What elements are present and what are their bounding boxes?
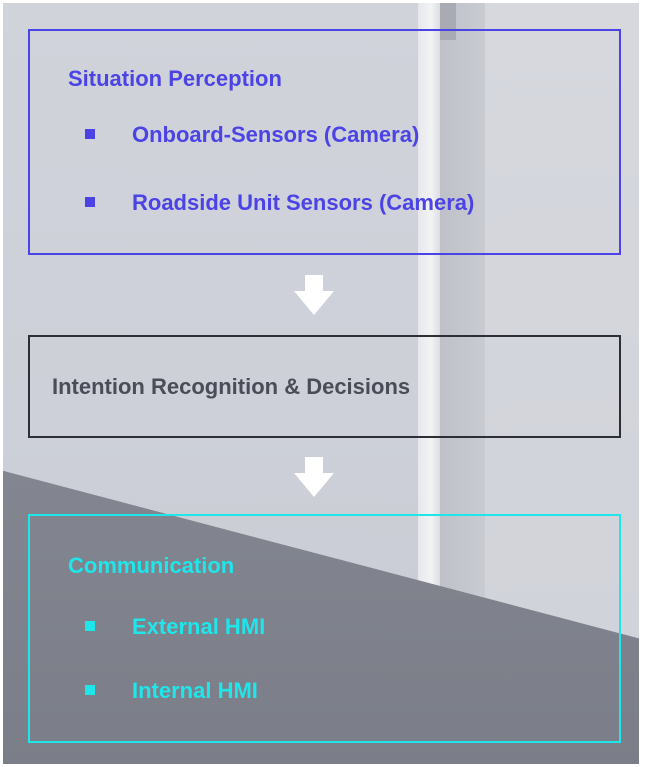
perception-box: Situation Perception Onboard-Sensors (Ca… (28, 29, 621, 255)
intention-title: Intention Recognition & Decisions (52, 374, 411, 399)
square-bullet-icon (85, 621, 95, 631)
square-bullet-icon (85, 685, 95, 695)
communication-title: Communication (68, 553, 235, 578)
down-arrow-icon (294, 457, 334, 497)
intention-box: Intention Recognition & Decisions (28, 335, 621, 438)
down-arrow-icon (294, 275, 334, 315)
perception-item-onboard-sensors: Onboard-Sensors (Camera) (132, 122, 420, 147)
background-pillar-shadow (440, 0, 485, 620)
background-pillar (418, 0, 440, 600)
perception-item-roadside-sensors: Roadside Unit Sensors (Camera) (132, 190, 475, 215)
communication-box: Communication External HMI Internal HMI (28, 514, 621, 743)
background-frame-edge (639, 0, 645, 767)
square-bullet-icon (85, 197, 95, 207)
square-bullet-icon (85, 129, 95, 139)
communication-item-internal-hmi: Internal HMI (132, 678, 258, 703)
communication-item-external-hmi: External HMI (132, 614, 266, 639)
perception-title: Situation Perception (68, 66, 282, 91)
